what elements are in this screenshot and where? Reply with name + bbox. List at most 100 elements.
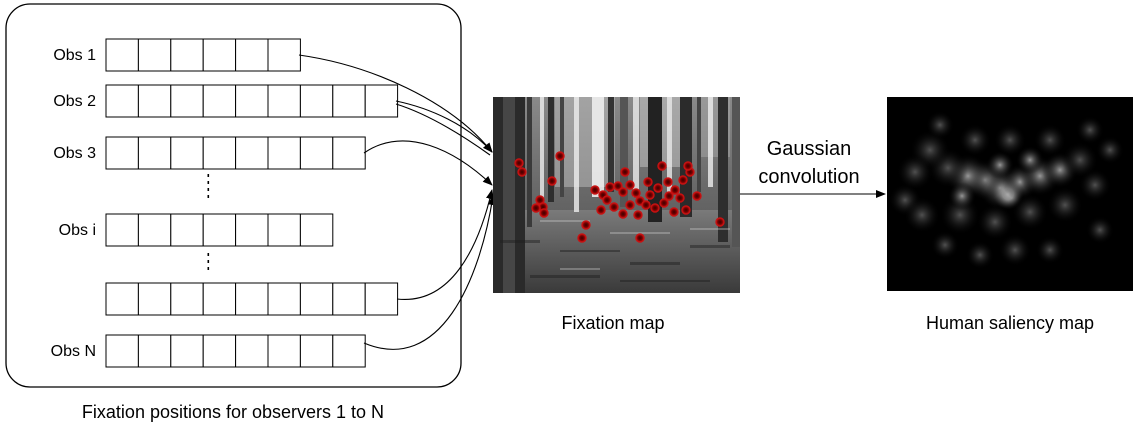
fixation-cell xyxy=(170,38,204,72)
saliency-blob xyxy=(948,182,976,210)
observer-row xyxy=(105,282,399,316)
observer-row: Obs i xyxy=(59,213,334,247)
fixation-cell xyxy=(137,334,172,368)
fixation-cell xyxy=(267,136,301,170)
observer-label: Obs 1 xyxy=(53,47,96,64)
fixation-cell xyxy=(137,213,172,247)
fixation-dot xyxy=(531,203,541,213)
fixation-cell xyxy=(137,84,172,118)
fixation-cell xyxy=(105,38,139,72)
fixation-dot xyxy=(663,177,673,187)
fixation-dot xyxy=(657,161,667,171)
fixation-cell xyxy=(235,84,269,118)
saliency-blob xyxy=(966,241,994,269)
saliency-blob xyxy=(1047,187,1083,223)
fixation-dot xyxy=(659,198,669,208)
fixation-cell xyxy=(267,84,301,118)
saliency-blob xyxy=(1062,142,1098,178)
fixation-cell xyxy=(235,136,269,170)
fixation-dot xyxy=(581,220,591,230)
fixation-cell xyxy=(299,334,334,368)
fixation-dot xyxy=(547,176,557,186)
fixation-cell xyxy=(299,84,334,118)
saliency-blob xyxy=(897,154,933,190)
fixation-dot xyxy=(618,187,628,197)
saliency-blob xyxy=(999,234,1031,266)
saliency-map-image xyxy=(887,97,1133,291)
fixation-dot xyxy=(681,205,691,215)
gaussian-label-line2: convolution xyxy=(758,166,859,188)
fixation-cell xyxy=(267,334,301,368)
fixation-dot xyxy=(609,202,619,212)
fixation-cell xyxy=(332,84,366,118)
fixation-dot xyxy=(670,185,680,195)
fixation-dot xyxy=(653,183,663,193)
fixation-cell xyxy=(202,334,237,368)
fixation-dot xyxy=(596,205,606,215)
fixation-dot xyxy=(539,208,549,218)
saliency-blob xyxy=(1012,194,1048,230)
observer-label: Obs i xyxy=(59,222,96,239)
observer-arrows xyxy=(298,54,496,350)
saliency-blob xyxy=(904,197,940,233)
fixation-dot xyxy=(715,217,725,227)
fixation-cell xyxy=(299,136,334,170)
fixation-dot xyxy=(664,191,674,201)
observer-row: Obs 2 xyxy=(53,84,399,118)
fixation-dot xyxy=(631,188,641,198)
fixation-dot xyxy=(692,191,702,201)
observer-row: Obs 1 xyxy=(53,38,301,72)
fixation-dot xyxy=(618,209,628,219)
fixation-dot xyxy=(643,177,653,187)
saliency-blob xyxy=(959,124,991,156)
saliency-blob xyxy=(1034,124,1066,156)
fixation-dot xyxy=(635,233,645,243)
saliency-blob xyxy=(994,124,1026,156)
arrow-obs-row5 xyxy=(396,189,494,300)
saliency-blob xyxy=(931,231,959,259)
fixation-cell xyxy=(105,84,139,118)
fixation-cell xyxy=(202,136,237,170)
fixation-cell xyxy=(170,334,204,368)
fixation-dot xyxy=(577,233,587,243)
observer-row: Obs 3 xyxy=(53,136,366,170)
ellipsis-dots xyxy=(207,174,210,270)
gaussian-label-line1: Gaussian xyxy=(767,138,852,160)
fixation-cell xyxy=(235,334,269,368)
observer-label: Obs 3 xyxy=(53,145,96,162)
fixation-dot xyxy=(641,200,651,210)
fixation-dot xyxy=(602,195,612,205)
saliency-blob xyxy=(1086,216,1114,244)
fixation-map-caption: Fixation map xyxy=(561,313,664,333)
saliency-blob xyxy=(1016,146,1044,174)
saliency-blob xyxy=(1079,169,1111,201)
panel-caption: Fixation positions for observers 1 to N xyxy=(82,402,384,422)
fixation-cell xyxy=(202,282,237,316)
observer-label: Obs N xyxy=(51,343,96,360)
fixation-cell xyxy=(267,38,301,72)
fixation-cell xyxy=(137,136,172,170)
fixation-dot xyxy=(683,161,693,171)
fixation-cell xyxy=(332,282,366,316)
fixation-dot xyxy=(613,181,623,191)
saliency-blob xyxy=(1036,236,1064,264)
fixation-dot xyxy=(514,158,524,168)
fixation-dot xyxy=(590,185,600,195)
fixation-cell xyxy=(202,38,237,72)
fixation-dot xyxy=(605,182,615,192)
fixation-cell xyxy=(299,213,334,247)
fixation-cell xyxy=(137,38,172,72)
fixation-dot xyxy=(645,190,655,200)
saliency-blob xyxy=(986,151,1014,179)
arrow-obs-2b xyxy=(395,103,491,156)
arrow-obs-2 xyxy=(395,100,493,153)
fixation-cell xyxy=(235,213,269,247)
observer-row: Obs N xyxy=(51,334,366,368)
fixation-dot xyxy=(620,167,630,177)
arrow-obs-1 xyxy=(298,54,493,153)
fixation-dot xyxy=(633,210,643,220)
fixation-cell xyxy=(170,213,204,247)
fixation-cell xyxy=(267,282,301,316)
fixation-dot xyxy=(517,167,527,177)
fixation-cell xyxy=(170,84,204,118)
